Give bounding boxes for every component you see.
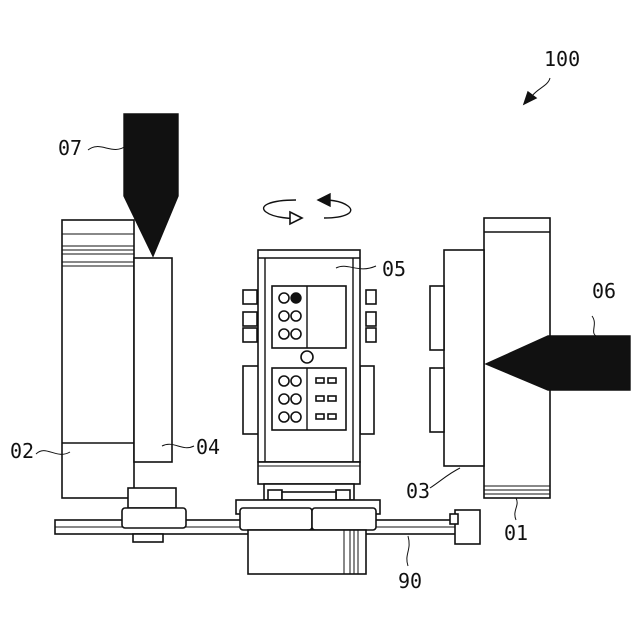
pointer-arrow-icon [524, 78, 550, 104]
label-05: 05 [382, 257, 406, 281]
label-02: 02 [10, 439, 34, 463]
label-04: 04 [196, 435, 220, 459]
rotation-arrow-icon [264, 194, 351, 224]
label-07: 07 [58, 136, 82, 160]
center-block-05 [243, 250, 376, 500]
label-100: 100 [544, 47, 580, 71]
label-90: 90 [398, 569, 422, 593]
label-01: 01 [504, 521, 528, 545]
label-03: 03 [406, 479, 430, 503]
right-plate-03 [430, 250, 484, 466]
turntable [236, 500, 380, 574]
label-06: 06 [592, 279, 616, 303]
left-plate-04 [134, 258, 172, 462]
